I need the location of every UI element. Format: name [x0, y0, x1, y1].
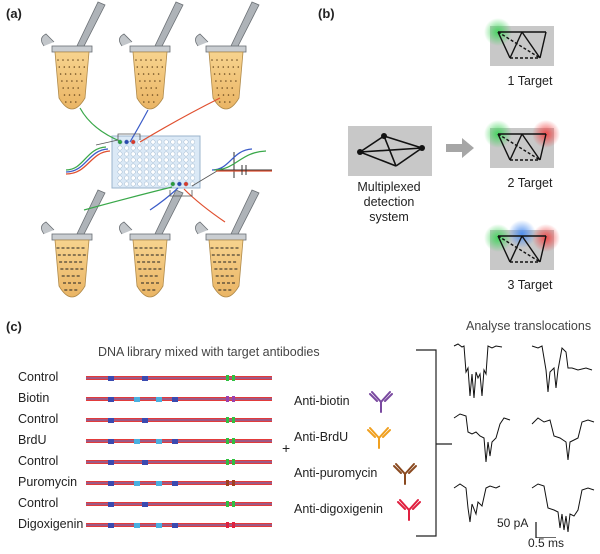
right-amplification-plot: [211, 148, 272, 178]
trace-5: [453, 483, 501, 523]
library-row-label: Control: [18, 412, 59, 426]
target-label-2: 2 Target: [507, 176, 553, 190]
dna-strand: [86, 396, 272, 402]
antibody-label: Anti-puromycin: [294, 466, 378, 480]
library-row-label: Control: [18, 496, 59, 510]
antibody-item: Anti-BrdU: [294, 424, 424, 450]
trace-4: [531, 417, 595, 461]
trace-2: [531, 345, 593, 393]
dna-strand: [86, 459, 272, 465]
antibody-icon: [397, 499, 421, 521]
target-box-3: [484, 220, 560, 270]
target-label-3: 3 Target: [507, 278, 553, 292]
dna-strand: [86, 438, 272, 444]
tube-bottom-2: [119, 189, 184, 298]
antibody-bracket: [416, 349, 452, 537]
antibody-item: Anti-biotin: [294, 388, 424, 414]
library-row-label: Control: [18, 370, 59, 384]
library-row-label: Digoxigenin: [18, 517, 84, 531]
antibody-icon: [367, 427, 391, 449]
dna-strand: [86, 417, 272, 423]
trace-6: [531, 483, 595, 533]
traces-title: Analyse translocations: [466, 319, 592, 333]
left-amplification-curves: [65, 146, 111, 175]
scale-time-label: 0.5 ms: [528, 536, 565, 550]
detection-label-line-3: system: [369, 210, 409, 224]
library-row-label: Puromycin: [18, 475, 78, 489]
well-plate: [111, 135, 201, 189]
library-row-label: Biotin: [18, 391, 50, 405]
panel-a-label: (a): [6, 6, 22, 21]
antibody-label: Anti-BrdU: [294, 430, 349, 444]
antibody-icon: [393, 463, 417, 485]
library-title: DNA library mixed with target antibodies: [98, 345, 320, 359]
target-label-1: 1 Target: [507, 74, 553, 88]
tube-bottom-3: [195, 189, 260, 298]
antibody-label: Anti-biotin: [294, 394, 350, 408]
panel-a-diagram: [41, 1, 272, 298]
arrow-to-left-curve: [95, 133, 141, 146]
arrow-red-bottom: [183, 188, 226, 223]
dna-strand: [86, 375, 272, 381]
dna-strand: [86, 501, 272, 507]
panel-b-label: (b): [318, 6, 335, 21]
dna-strand: [86, 480, 272, 486]
library-row-label: Control: [18, 454, 59, 468]
dna-strand: [86, 522, 272, 528]
tube-top-3: [195, 1, 260, 110]
detection-system-label: Multiplexed detection system: [334, 180, 444, 225]
detection-system-box: [348, 126, 432, 176]
detection-label-line-2: detection: [363, 195, 415, 209]
plus-sign: +: [282, 440, 291, 456]
target-box-1: [484, 18, 554, 66]
arrow-blue-top: [129, 109, 149, 143]
arrow-green-bottom: [83, 186, 173, 211]
tube-bottom-1: [41, 189, 106, 298]
trace-1: [453, 343, 503, 399]
library-row-label: BrdU: [18, 433, 47, 447]
antibody-item: Anti-digoxigenin: [294, 496, 424, 522]
tube-top-2: [119, 1, 184, 110]
arrow-blue-bottom: [149, 187, 179, 211]
dna-library: [86, 375, 272, 528]
scale-bar: [535, 522, 556, 538]
antibody-icon: [369, 391, 393, 413]
trace-3: [453, 413, 511, 463]
antibody-label: Anti-digoxigenin: [294, 502, 383, 516]
panel-c-label: (c): [6, 319, 22, 334]
target-box-2: [484, 120, 560, 168]
antibody-item: Anti-puromycin: [294, 460, 424, 486]
scale-current-label: 50 pA: [497, 516, 529, 530]
tube-top-1: [41, 1, 106, 110]
arrow-to-targets: [446, 138, 474, 158]
arrow-red-top: [139, 97, 221, 143]
panel-b-diagram: [348, 18, 560, 270]
detection-label-line-1: Multiplexed: [357, 180, 421, 194]
translocation-traces: [453, 343, 595, 538]
